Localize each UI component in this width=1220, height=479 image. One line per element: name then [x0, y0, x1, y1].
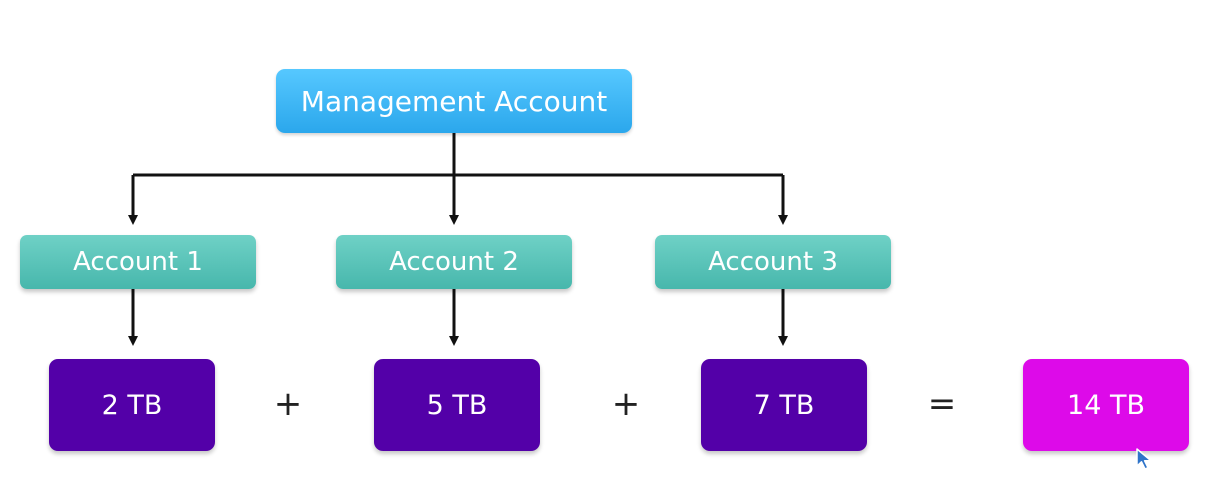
management-account-box: Management Account — [276, 69, 632, 133]
account-2-box: Account 2 — [336, 235, 572, 289]
account-1-box: Account 1 — [20, 235, 256, 289]
management-account-label: Management Account — [300, 84, 608, 118]
mouse-pointer-icon — [1136, 448, 1152, 470]
plus-operator: + — [611, 384, 641, 424]
account-1-storage-value: 2 TB — [101, 389, 163, 421]
total-storage-value: 14 TB — [1067, 389, 1145, 421]
account-2-label: Account 2 — [389, 247, 519, 277]
total-storage-box: 14 TB — [1023, 359, 1189, 451]
account-3-storage-value: 7 TB — [753, 389, 815, 421]
equals-operator: = — [927, 384, 957, 424]
account-3-box: Account 3 — [655, 235, 891, 289]
account-2-storage-value: 5 TB — [426, 389, 488, 421]
account-1-storage-box: 2 TB — [49, 359, 215, 451]
account-3-label: Account 3 — [708, 247, 838, 277]
account-3-storage-box: 7 TB — [701, 359, 867, 451]
account-1-label: Account 1 — [73, 247, 203, 277]
account-2-storage-box: 5 TB — [374, 359, 540, 451]
plus-operator: + — [273, 384, 303, 424]
